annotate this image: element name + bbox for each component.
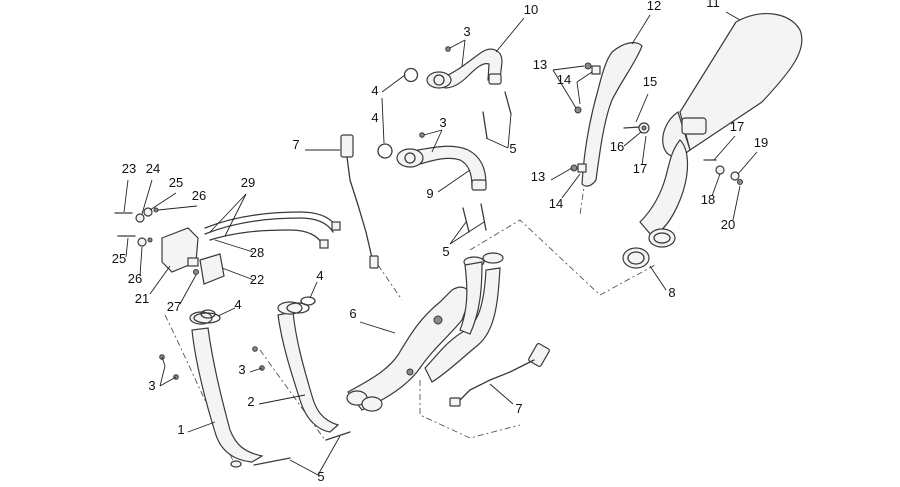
callout-label-1: 1 <box>177 422 184 437</box>
springs-5 <box>253 91 512 466</box>
servo-module-21 <box>161 227 199 273</box>
bracket-22 <box>199 253 225 285</box>
leader-lines <box>123 11 758 476</box>
callout-label-27: 27 <box>167 299 181 314</box>
header-pipe-9 <box>396 145 487 191</box>
lambda-sensor-lower-7 <box>449 342 550 407</box>
callout-label-25: 25 <box>112 251 126 266</box>
callout-label-14: 14 <box>549 196 563 211</box>
callout-label-24: 24 <box>146 161 160 176</box>
callout-label-3: 3 <box>238 362 245 377</box>
callout-label-17: 17 <box>730 119 744 134</box>
cables-28-29 <box>204 211 341 249</box>
callout-label-13: 13 <box>533 57 547 72</box>
callout-label-3: 3 <box>463 24 470 39</box>
callout-label-3: 3 <box>148 378 155 393</box>
header-pipe-10 <box>426 48 503 89</box>
callout-label-10: 10 <box>524 2 538 17</box>
header-pipe-2 <box>277 301 340 433</box>
callout-label-22: 22 <box>250 272 264 287</box>
callout-label-4: 4 <box>371 83 378 98</box>
assembly-guide-lines <box>164 179 656 466</box>
callout-label-11: 11 <box>706 0 720 10</box>
bolts-23-27 <box>114 207 199 275</box>
callout-label-28: 28 <box>250 245 264 260</box>
callout-label-6: 6 <box>349 306 356 321</box>
callout-label-4: 4 <box>371 110 378 125</box>
callout-label-5: 5 <box>509 141 516 156</box>
callout-label-18: 18 <box>701 192 715 207</box>
callout-label-29: 29 <box>241 175 255 190</box>
callout-label-9: 9 <box>426 186 433 201</box>
callout-label-4: 4 <box>316 268 323 283</box>
lambda-sensor-upper-7 <box>340 134 379 269</box>
callout-label-12: 12 <box>647 0 661 13</box>
fasteners-13-20 <box>570 62 743 185</box>
callout-label-4: 4 <box>234 297 241 312</box>
callout-label-16: 16 <box>610 139 624 154</box>
callout-label-26: 26 <box>128 271 142 286</box>
callout-label-7: 7 <box>515 401 522 416</box>
callout-label-19: 19 <box>754 135 768 150</box>
callout-label-23: 23 <box>122 161 136 176</box>
callout-label-13: 13 <box>531 169 545 184</box>
clamp-8 <box>622 228 676 269</box>
callout-label-5: 5 <box>317 469 324 484</box>
heat-shield-12 <box>581 42 643 187</box>
callout-label-25: 25 <box>169 175 183 190</box>
callout-label-21: 21 <box>135 291 149 306</box>
callout-label-8: 8 <box>668 285 675 300</box>
callout-label-15: 15 <box>643 74 657 89</box>
callout-label-17: 17 <box>633 161 647 176</box>
callout-label-7: 7 <box>292 137 299 152</box>
callout-label-20: 20 <box>721 217 735 232</box>
callout-label-3: 3 <box>439 115 446 130</box>
gasket-rings-4 <box>200 67 419 319</box>
callout-label-14: 14 <box>557 72 571 87</box>
collector-pipe-6 <box>346 252 504 412</box>
callout-label-26: 26 <box>192 188 206 203</box>
silencer-11 <box>639 13 803 237</box>
callout-label-5: 5 <box>442 244 449 259</box>
callout-label-2: 2 <box>247 394 254 409</box>
header-pipe-1 <box>189 311 264 468</box>
